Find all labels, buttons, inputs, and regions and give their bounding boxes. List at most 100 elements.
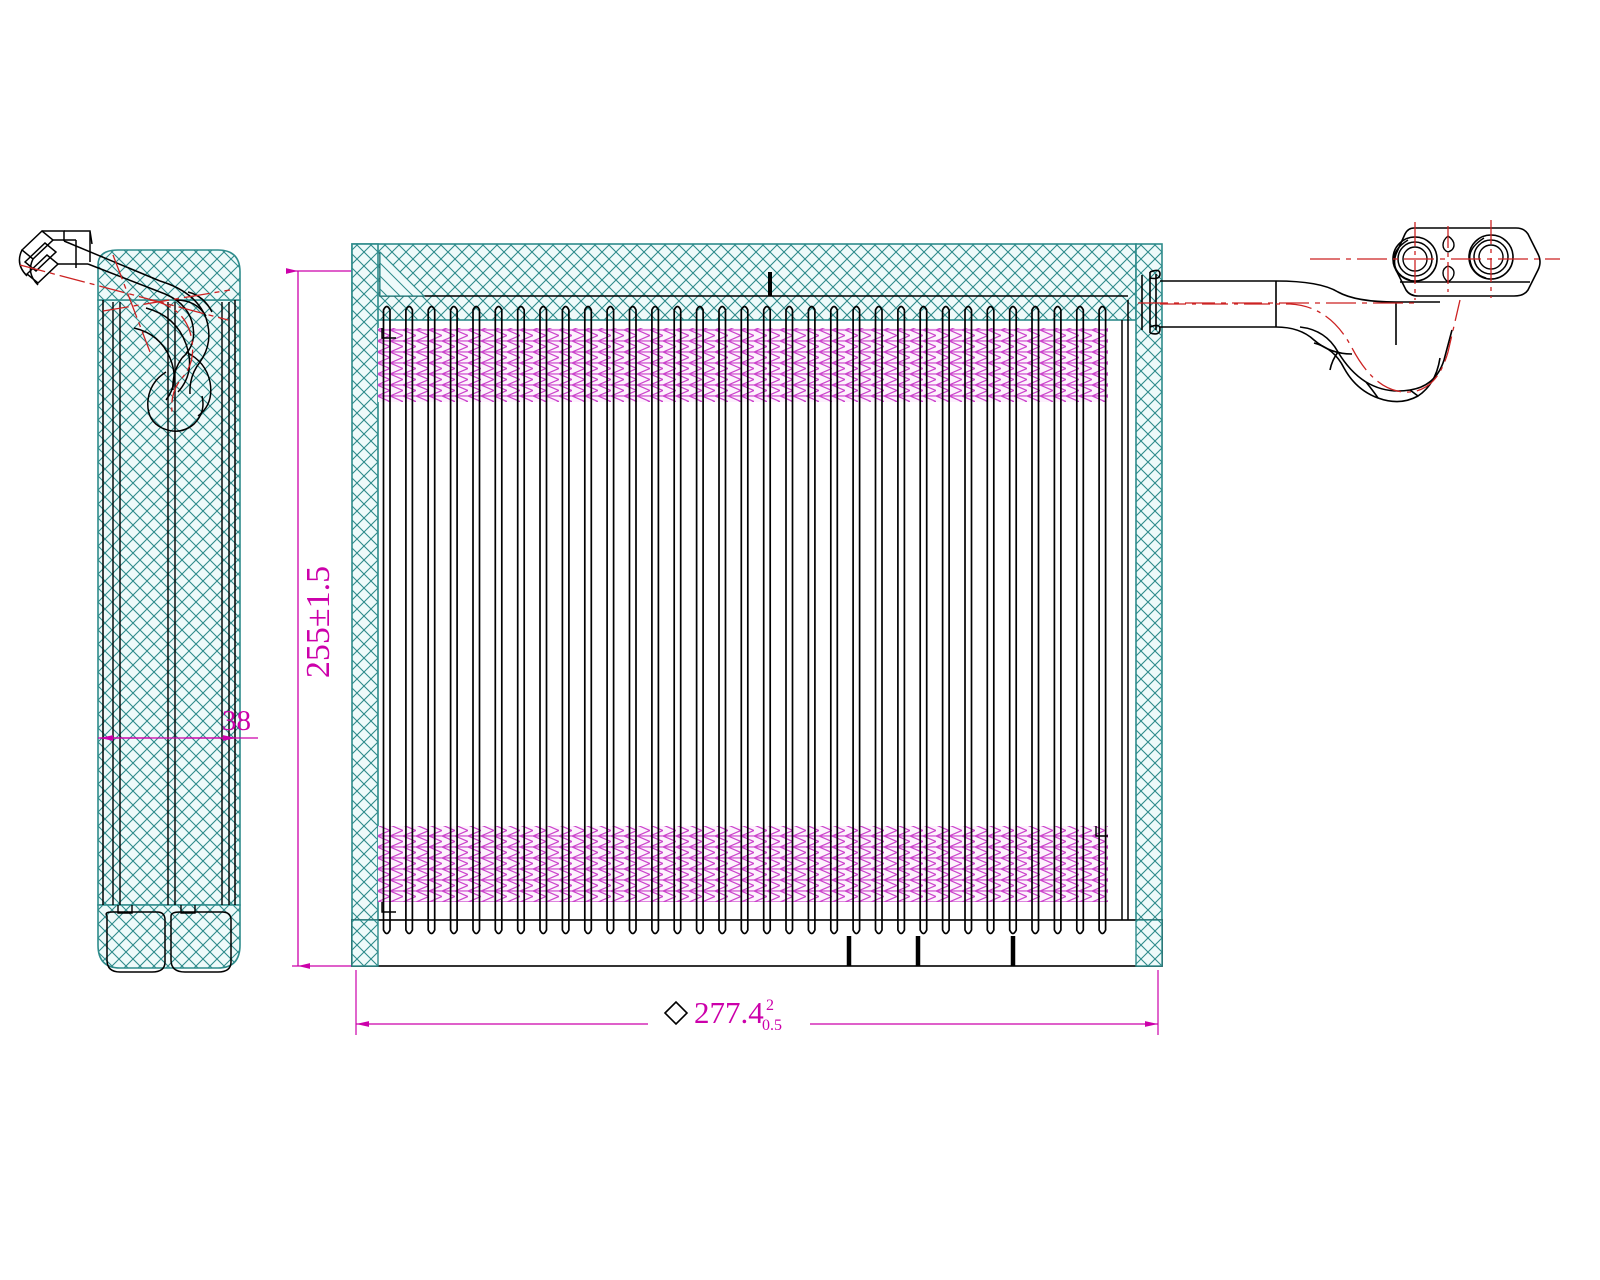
depth-dimension-label: 38 — [222, 705, 251, 737]
header-top — [351, 243, 1137, 321]
tube-bottom-hook — [405, 922, 414, 935]
header-bottom-right-hatch — [1135, 919, 1163, 967]
tube-top-hook — [1053, 305, 1062, 318]
side-view-centerlines — [19, 254, 231, 413]
side-view-top-cap — [97, 249, 241, 301]
pipe-collar-top-lug — [1149, 269, 1161, 280]
tube-bottom-hook — [919, 922, 928, 935]
tube-bottom-hook — [762, 922, 772, 935]
tube-bottom-hook — [1098, 922, 1107, 935]
tube-bottom-hook — [941, 922, 950, 935]
tube-bottom-hook — [785, 922, 794, 935]
tube-top-hook — [695, 305, 704, 318]
height-dimension-label: 255±1.5 — [300, 566, 337, 678]
tube-top-hook — [606, 305, 615, 318]
tube-top-hook — [1008, 305, 1018, 318]
tube-bottom-hook — [829, 922, 839, 935]
tube-bottom-hook — [695, 922, 704, 935]
pipe-collar-bottom-lug — [1149, 324, 1161, 335]
tube-bottom-hook — [964, 922, 973, 935]
tube-bottom-hook — [583, 922, 593, 935]
diamond-symbol-icon — [663, 1000, 689, 1026]
tube-bottom-hook — [673, 922, 682, 935]
evaporator-core — [351, 243, 1163, 967]
tube-top-hook — [740, 305, 749, 318]
header-corner-chamfer — [379, 250, 426, 297]
side-rail-right — [1135, 243, 1163, 967]
tube-top-hook — [405, 305, 414, 318]
tube-top-hook — [897, 305, 906, 318]
tube-top-hook — [539, 305, 548, 318]
tube-bottom-hook — [1008, 922, 1018, 935]
width-tolerance-upper: 2 — [766, 997, 774, 1014]
tube-bottom-hook — [1053, 922, 1062, 935]
tube-top-hook — [941, 305, 950, 318]
tube-bottom-hook — [628, 922, 637, 935]
width-dimension-label: 277.4 — [694, 995, 764, 1030]
fin-band-top — [378, 328, 1108, 402]
tube-lines — [382, 305, 1107, 935]
tube-bottom-hook — [516, 922, 526, 935]
tube-top-hook — [651, 305, 660, 318]
fin-bracket-bottom — [1095, 826, 1108, 837]
fin-bracket-bottom-left — [381, 902, 396, 913]
tube-top-hook — [449, 305, 458, 318]
tube-bottom-hook — [449, 922, 458, 935]
side-rail-left — [351, 243, 379, 967]
side-view-bottom-cap — [97, 904, 241, 969]
pipe-centerlines — [1138, 220, 1560, 393]
tube-top-hook — [785, 305, 794, 318]
tube-bottom-hook — [651, 922, 660, 935]
tube-bottom-hook — [606, 922, 615, 935]
tube-top-hook — [1098, 305, 1107, 318]
side-view-fitting — [18, 230, 213, 432]
tube-top-hook — [718, 305, 727, 318]
side-view-tube-outlines — [112, 302, 230, 905]
tube-bottom-hook — [494, 922, 503, 935]
tube-bottom-hook — [897, 922, 906, 935]
tube-top-hook — [986, 305, 995, 318]
header-bottom — [351, 919, 1163, 967]
tube-bottom-hook — [382, 922, 391, 935]
tube-top-hook — [427, 305, 436, 318]
tube-top-hook — [472, 305, 481, 318]
tube-bottom-hook — [427, 922, 436, 935]
tube-bottom-hook — [852, 922, 861, 935]
tube-top-hook — [1031, 305, 1040, 318]
header-bottom-ticks — [846, 936, 1016, 966]
tube-top-hook — [964, 305, 973, 318]
tube-bottom-hook — [561, 922, 570, 935]
tube-bottom-hook — [986, 922, 995, 935]
tube-top-hook — [628, 305, 637, 318]
tube-top-hook — [762, 305, 772, 318]
width-tolerance-lower: 0.5 — [762, 1017, 782, 1034]
side-view-body — [18, 230, 241, 973]
dimension-width: 277.4 2 0.5 — [355, 970, 1159, 1035]
tube-top-hook — [494, 305, 503, 318]
tube-top-hook — [673, 305, 682, 318]
tube-top-hook — [561, 305, 570, 318]
tube-top-hook — [852, 305, 861, 318]
tube-bottom-hook — [718, 922, 727, 935]
tube-bottom-hook — [1075, 922, 1085, 935]
tube-bottom-hook — [874, 922, 883, 935]
tube-top-hook — [1075, 305, 1085, 318]
core-right-inner-edge — [1121, 300, 1129, 920]
fin-band-bottom — [378, 826, 1108, 902]
tube-top-hook — [382, 305, 391, 318]
tube-top-hook — [829, 305, 839, 318]
tube-top-hook — [516, 305, 526, 318]
tube-fin-field — [378, 305, 1108, 935]
side-view-slab-edges — [102, 300, 236, 905]
tube-top-hook — [919, 305, 928, 318]
tube-bottom-hook — [472, 922, 481, 935]
tube-bottom-hook — [740, 922, 749, 935]
dimension-height: 255±1.5 — [286, 268, 352, 969]
fin-bracket-top-left — [381, 328, 396, 339]
tube-top-hook — [807, 305, 816, 318]
tube-bottom-hook — [1031, 922, 1040, 935]
tube-bottom-hook — [539, 922, 548, 935]
tube-top-hook — [583, 305, 593, 318]
